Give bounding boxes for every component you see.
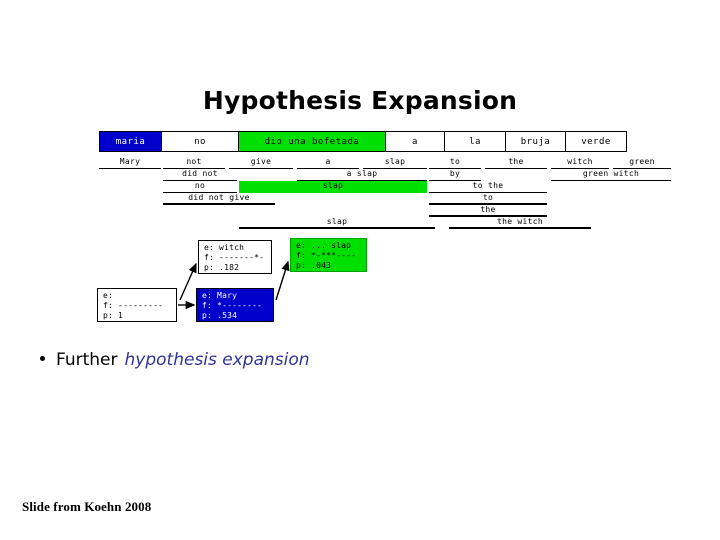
alignment-segment: witch <box>551 157 609 169</box>
hypothesis-field-f: f: *-***---- <box>296 251 357 260</box>
alignment-segment: the witch <box>449 217 591 229</box>
alignment-segment: not <box>163 157 225 169</box>
alignment-segment: to <box>429 157 481 169</box>
alignment-segment: green <box>613 157 671 169</box>
hypothesis-field-e: e: witch <box>204 243 245 252</box>
hypothesis-field-f: f: --------- <box>103 301 164 310</box>
alignment-segment: to the <box>429 181 547 193</box>
hypothesis-field-p: p: .182 <box>204 263 240 272</box>
alignment-segment: Mary <box>99 157 161 169</box>
bullet-text-lead: Further <box>56 350 118 370</box>
hypothesis-field-p: p: .043 <box>296 261 332 270</box>
source-word-cell: la <box>445 132 506 151</box>
hypothesis-field-p: p: 1 <box>103 311 124 320</box>
hypothesis-field-e: e: <box>103 291 119 300</box>
alignment-segment: slap <box>239 217 435 229</box>
alignment-segment: no <box>163 181 237 193</box>
footer-attribution: Slide from Koehn 2008 <box>22 499 152 514</box>
source-word-cell: bruja <box>506 132 566 151</box>
alignment-segment: the <box>485 157 547 169</box>
alignment-segment: to <box>429 193 547 205</box>
alignment-segment: the <box>429 205 547 217</box>
hypothesis-field-f: f: -------*- <box>204 253 265 262</box>
hypothesis-field-f: f: *-------- <box>202 301 263 310</box>
hypothesis-field-e: e: Mary <box>202 291 238 300</box>
hypothesis-field-e: e: ... slap <box>296 241 352 250</box>
expansion-arrow <box>179 262 197 301</box>
alignment-segment: did not give <box>163 193 275 205</box>
bullet-row: Further hypothesis expansion <box>40 350 310 370</box>
alignment-segment: slap <box>363 157 427 169</box>
alignment-segment: slap <box>239 181 427 193</box>
alignment-segment: a slap <box>297 169 427 181</box>
source-word-cell: a <box>386 132 445 151</box>
alignment-segment: a <box>297 157 359 169</box>
alignment-segment: by <box>429 169 481 181</box>
alignment-segment: green witch <box>551 169 671 181</box>
source-word-cell: dio una bofetada <box>239 132 386 151</box>
page-title: Hypothesis Expansion <box>202 86 518 115</box>
alignment-segment: did not <box>163 169 237 181</box>
bullet-dot-icon <box>40 356 45 361</box>
hypothesis-box-initial[interactable]: e: f: ---------p: 1 <box>97 288 177 322</box>
alignment-segment: give <box>229 157 293 169</box>
bullet-text-emphasis: hypothesis expansion <box>124 350 310 370</box>
source-word-cell: verde <box>566 132 626 151</box>
hypothesis-field-p: p: .534 <box>202 311 238 320</box>
expansion-arrow <box>275 260 290 301</box>
source-word-cell: no <box>162 132 239 151</box>
source-word-cell: maria <box>100 132 162 151</box>
